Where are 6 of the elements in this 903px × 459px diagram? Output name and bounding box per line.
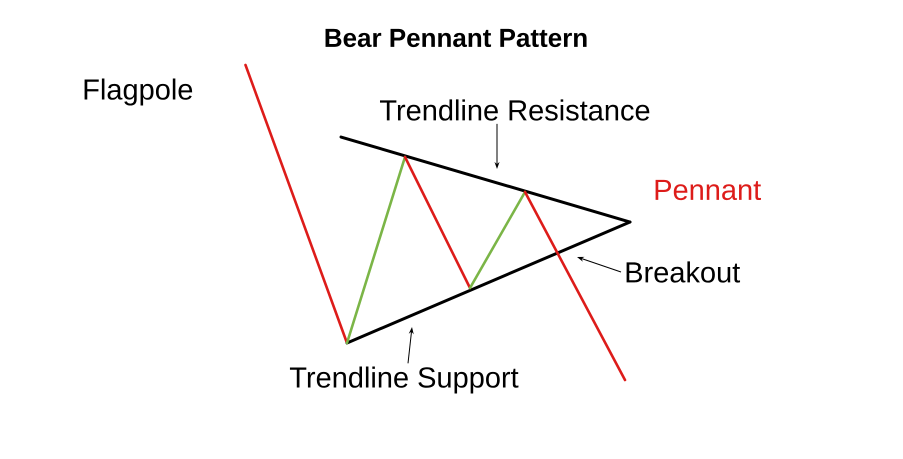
annotation-text: Trendline Support (290, 366, 518, 394)
pennant-label: Pennant (656, 180, 761, 200)
annotation-text: Trendline Resistance (380, 99, 650, 121)
annotation-text: Breakout (626, 261, 740, 283)
title: Bear Pennant Pattern (326, 28, 587, 48)
flagpole-label: Flagpole (84, 78, 192, 106)
